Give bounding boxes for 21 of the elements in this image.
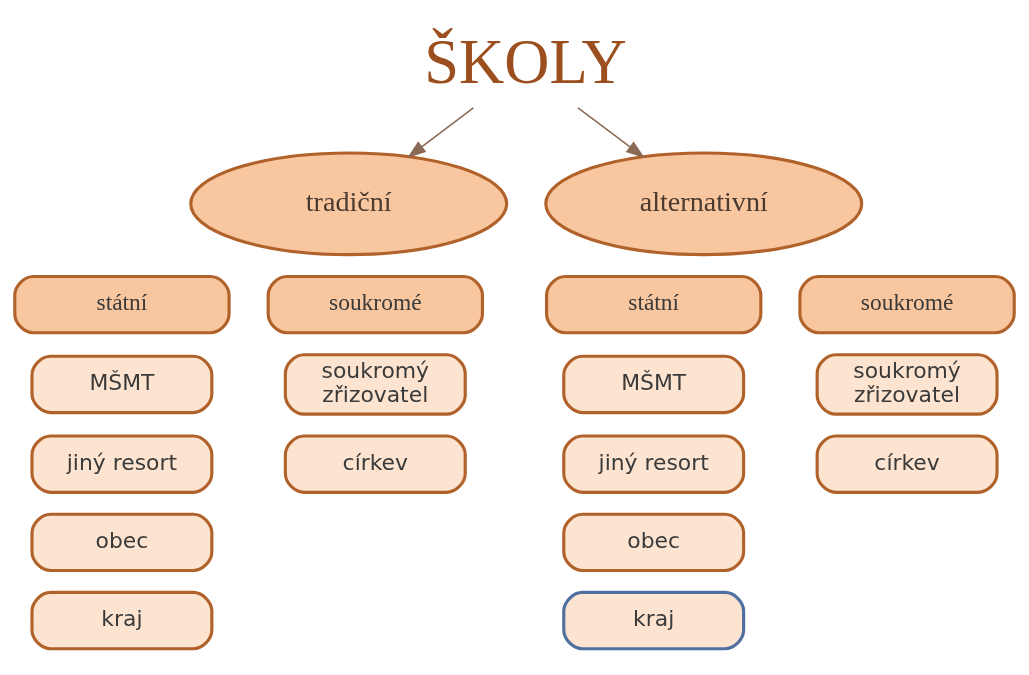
node-box: jiný resort <box>562 434 746 494</box>
node-box: soukromé <box>798 274 1016 335</box>
arrow <box>407 107 475 158</box>
node-box: MŠMT <box>562 354 746 415</box>
node-box: MŠMT <box>30 354 214 415</box>
node-box: kraj <box>30 590 214 651</box>
node-box: státní <box>13 274 231 335</box>
node-box: církev <box>283 434 467 494</box>
node-box: soukromé <box>266 274 484 335</box>
node-box: obec <box>30 512 214 573</box>
node-box: soukromý zřizovatel <box>815 353 999 416</box>
node-box: obec <box>562 512 746 573</box>
node-box: kraj <box>562 590 746 651</box>
node-box: jiný resort <box>30 434 214 494</box>
node-box: soukromý zřizovatel <box>283 353 467 416</box>
node-text: ŠKOLY <box>424 26 627 97</box>
node-ellipse: alternativní <box>544 151 864 257</box>
node-box: církev <box>815 434 999 494</box>
node-box: státní <box>545 274 763 335</box>
arrow <box>577 107 645 158</box>
node-ellipse: tradiční <box>189 151 509 257</box>
